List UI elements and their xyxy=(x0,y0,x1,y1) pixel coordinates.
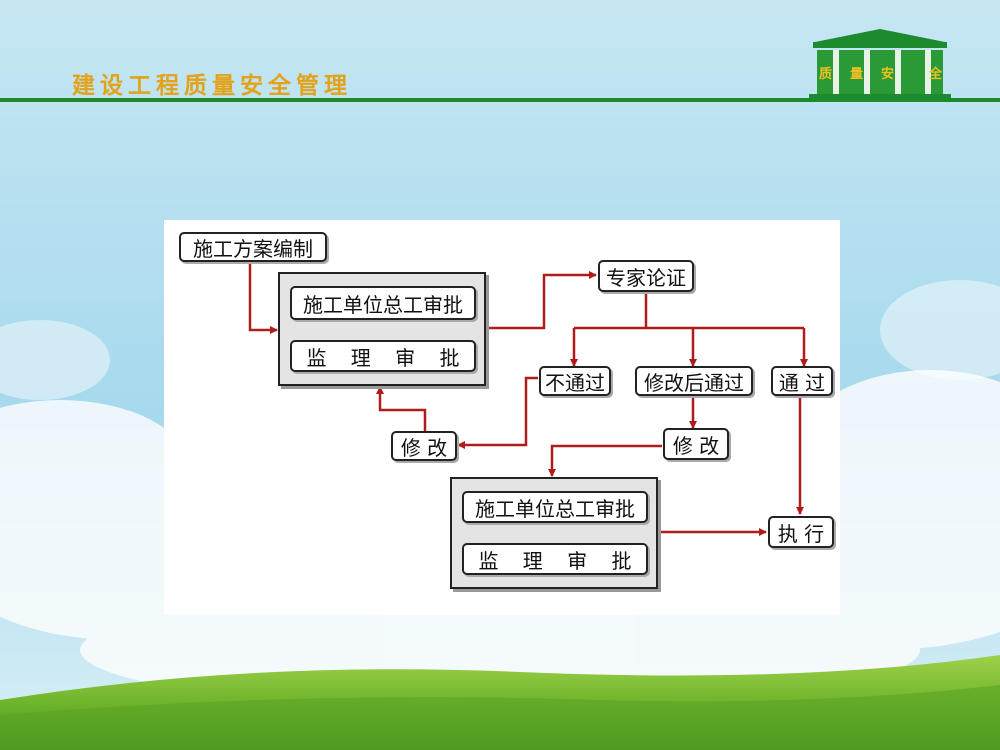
node-supervisor-approval-1: 监 理 审 批 xyxy=(290,340,476,372)
node-plan: 施工方案编制 xyxy=(179,232,327,262)
approval-group-2: 施工单位总工审批 监 理 审 批 xyxy=(450,477,658,589)
logo-char: 量 xyxy=(850,67,864,82)
logo-char: 全 xyxy=(929,67,943,82)
node-pass: 通 过 xyxy=(771,366,833,396)
node-revise-2: 修 改 xyxy=(663,428,729,460)
arrow-plan-to-approval xyxy=(248,262,278,334)
arrow-approval-to-expert xyxy=(486,271,597,330)
arrow-revise-to-approval xyxy=(376,386,427,431)
quality-safety-logo: 质 量 安 全 xyxy=(805,26,955,104)
node-contractor-approval-1: 施工单位总工审批 xyxy=(290,286,476,320)
header-divider xyxy=(0,98,1000,102)
logo-char: 安 xyxy=(881,67,895,82)
node-contractor-approval-2: 施工单位总工审批 xyxy=(462,491,648,523)
node-reject: 不通过 xyxy=(539,366,611,396)
arrow-reject-to-revise xyxy=(457,376,538,449)
node-execute: 执 行 xyxy=(768,516,834,548)
node-conditional-pass: 修改后通过 xyxy=(635,366,753,396)
slide-header-title: 建设工程质量安全管理 xyxy=(72,73,352,99)
flowchart-connectors xyxy=(248,262,808,536)
pavilion-icon xyxy=(809,29,951,99)
node-expert-review: 专家论证 xyxy=(598,260,694,292)
flowchart-panel: 施工方案编制 施工单位总工审批 监 理 审 批 专家论证 不通过 修改后通过 通… xyxy=(164,220,840,615)
logo-char: 质 xyxy=(819,67,833,82)
node-revise-1: 修 改 xyxy=(391,431,457,461)
approval-group-1: 施工单位总工审批 监 理 审 批 xyxy=(278,272,486,386)
arrow-revise-to-group2 xyxy=(548,444,662,477)
node-supervisor-approval-2: 监 理 审 批 xyxy=(462,543,648,575)
